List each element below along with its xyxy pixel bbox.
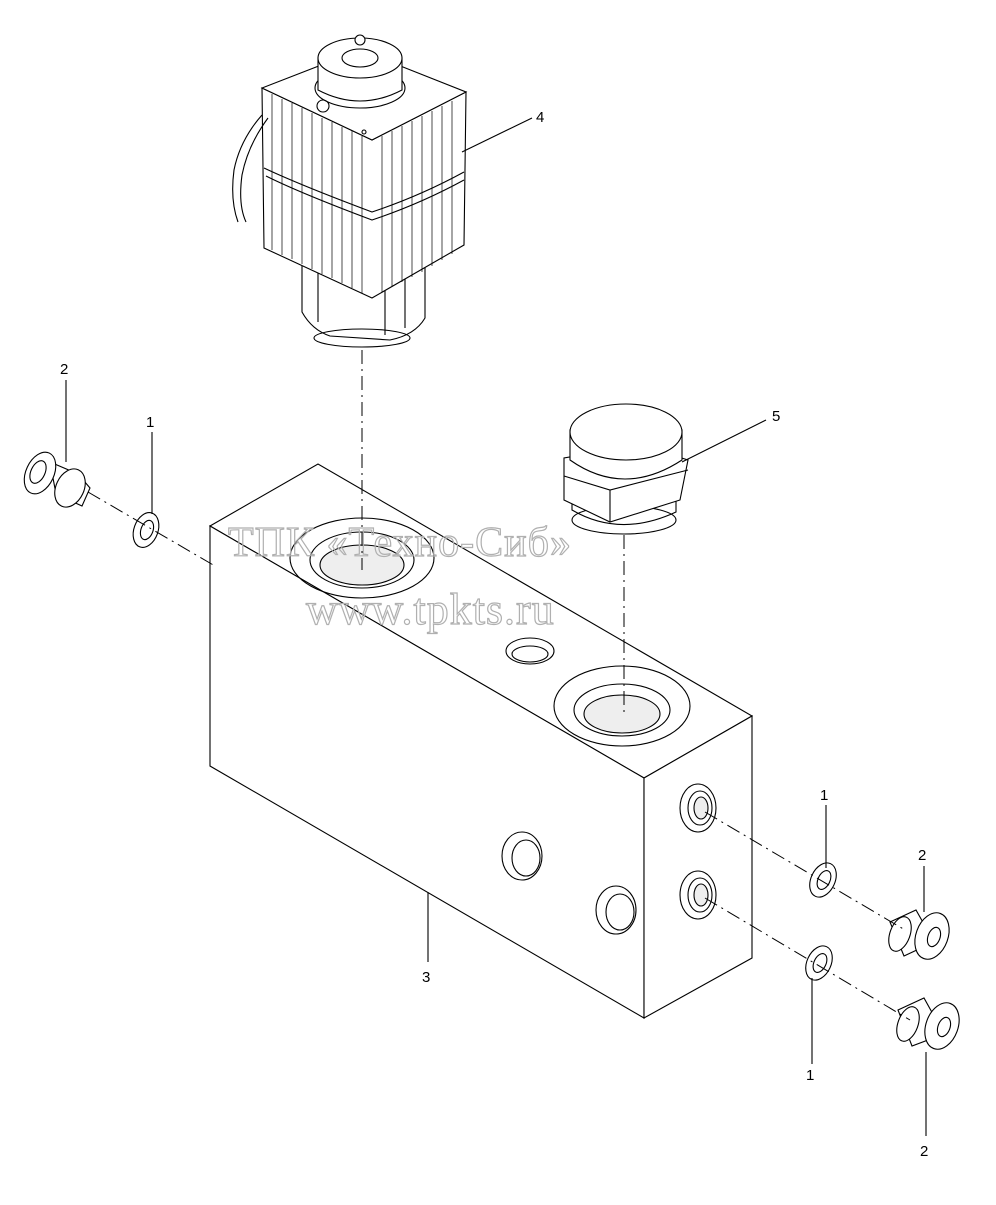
callout-4: 4 [536,109,544,126]
screw-plug-left [23,451,91,508]
watermark-company: ТПК «Техно-Сиб» [228,520,572,566]
end-port-upper [679,783,717,833]
callout-1-right-bottom: 1 [806,1067,814,1084]
top-port-large-right [553,665,691,747]
screw-plug-right-bottom [896,997,960,1050]
callout-1-right-top: 1 [820,787,828,804]
callout-2-right-bottom: 2 [920,1143,928,1160]
callout-1-left: 1 [146,414,154,431]
washer-right-bottom [805,945,833,981]
leader-lines [65,117,927,1136]
callout-3: 3 [422,969,430,986]
screw-plug-right-top [888,909,950,960]
solenoid-coil [232,34,468,348]
end-port-lower [679,870,717,920]
washer-right-top [809,862,837,898]
callout-2-right-top: 2 [918,847,926,864]
top-port-small [505,637,555,665]
callout-5: 5 [772,408,780,425]
callout-2-left: 2 [60,361,68,378]
valve-body-block [208,463,754,1019]
washer-left [132,512,160,548]
watermark-url: www.tpkts.ru [306,585,555,634]
hex-plug [563,403,689,535]
assembly-centerlines [87,350,911,1021]
side-port-a [501,831,543,881]
side-port-b [595,885,637,935]
